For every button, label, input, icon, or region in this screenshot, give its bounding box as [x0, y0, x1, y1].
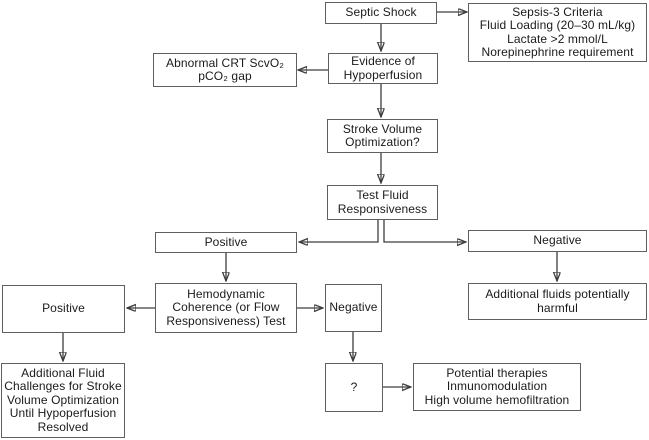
node-question-mark: ? — [325, 363, 383, 412]
node-coherence-negative: Negative — [325, 284, 382, 332]
node-fluid-negative: Negative — [468, 230, 647, 252]
node-fluid-positive: Positive — [155, 232, 297, 253]
node-abnormal-crt-scvo2: Abnormal CRT ScvO₂ pCO₂ gap — [153, 53, 297, 87]
node-additional-fluid-challenges: Additional Fluid Challenges for Stroke V… — [1, 363, 125, 438]
node-potential-therapies: Potential therapies Inmunomodulation Hig… — [413, 363, 581, 411]
node-hemodynamic-coherence-test: Hemodynamic Coherence (or Flow Responsiv… — [155, 283, 297, 333]
node-test-fluid-responsiveness: Test Fluid Responsiveness — [327, 185, 438, 220]
node-sepsis3-criteria: Sepsis-3 Criteria Fluid Loading (20–30 m… — [468, 3, 647, 62]
node-evidence-of-hypoperfusion: Evidence of Hypoperfusion — [328, 53, 438, 84]
node-coherence-positive: Positive — [2, 285, 125, 333]
node-septic-shock: Septic Shock — [325, 2, 437, 24]
arrow-testfluid-to-positive — [299, 220, 379, 242]
node-additional-fluids-harmful: Additional fluids potentially harmful — [468, 283, 647, 320]
arrow-testfluid-to-negative — [383, 220, 466, 242]
node-stroke-volume-optimization: Stroke Volume Optimization? — [327, 119, 438, 153]
